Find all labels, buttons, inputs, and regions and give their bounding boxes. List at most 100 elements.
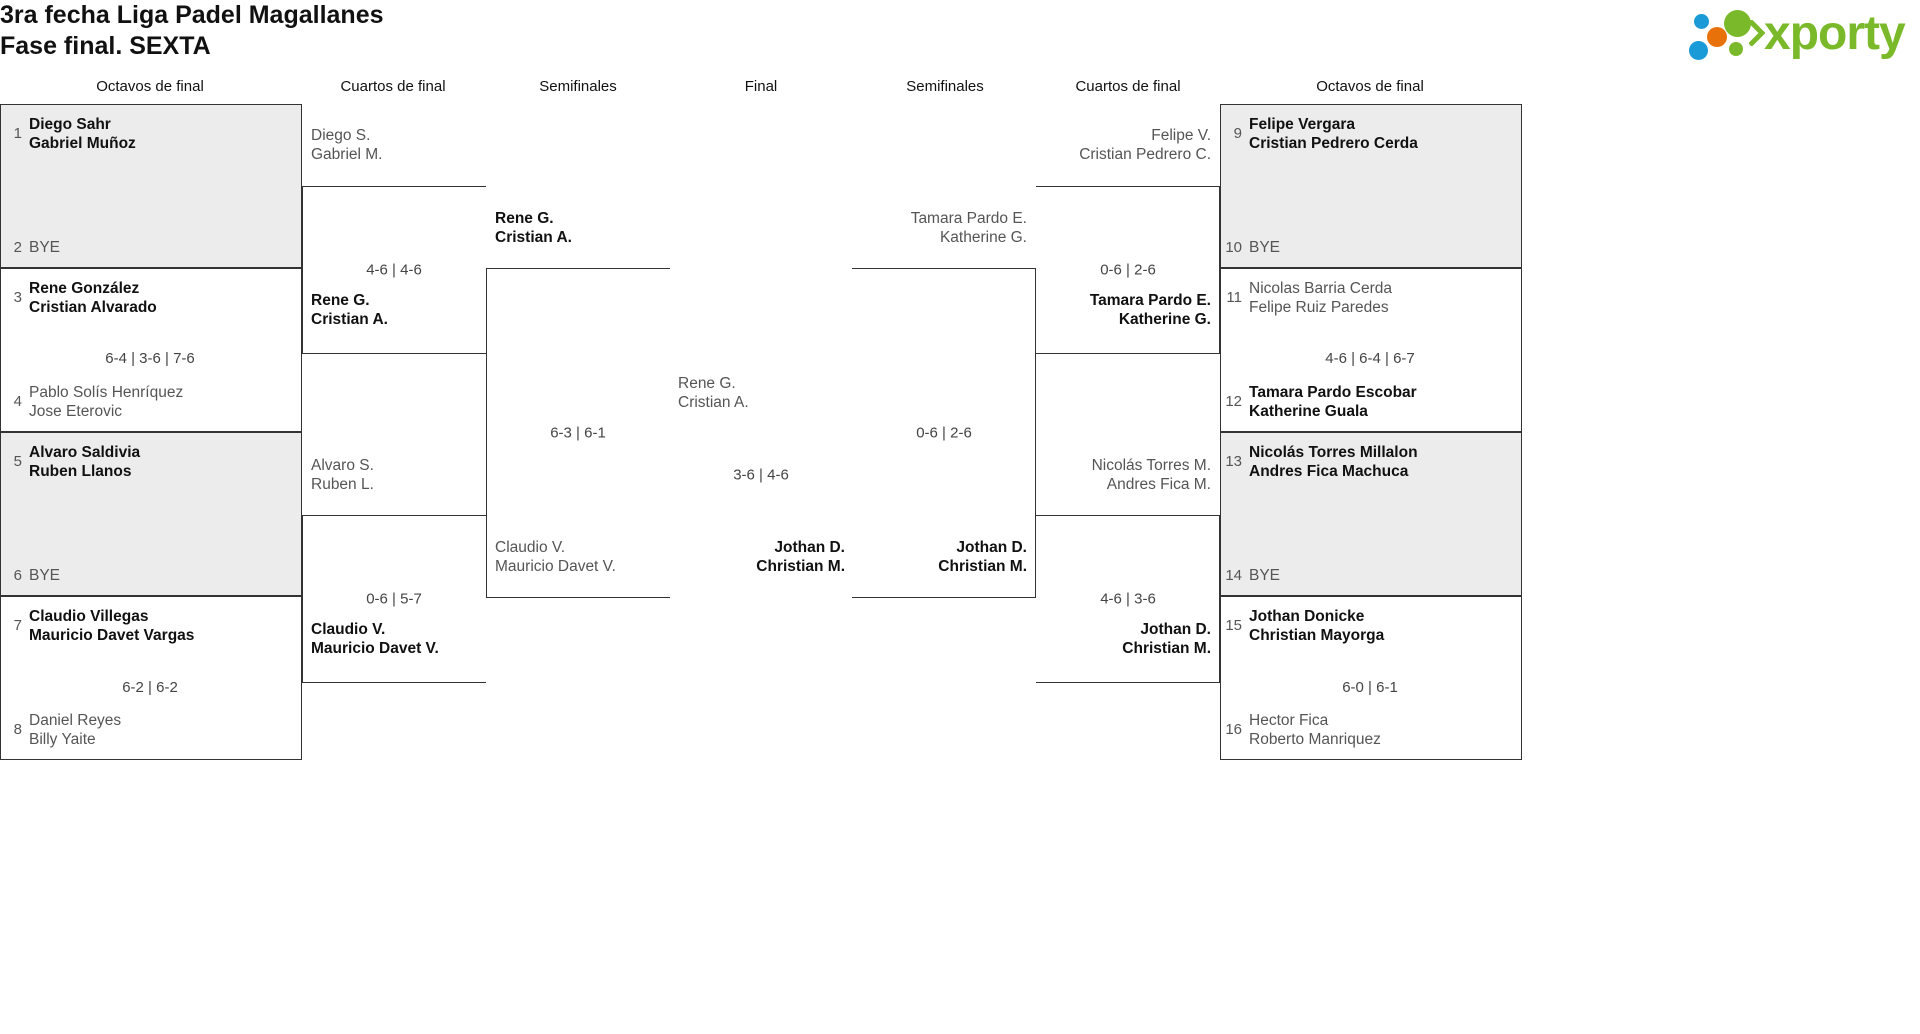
left-qf-2-bottom-player: Claudio V.Mauricio Davet V. [311, 621, 439, 657]
round-header-5: Cuartos de final [1075, 78, 1181, 95]
title-line-2: Fase final. SEXTA [0, 32, 211, 60]
round-header-3: Final [744, 78, 778, 95]
round-header-4: Semifinales [906, 78, 984, 95]
seed-number: 14 [1225, 567, 1242, 584]
right-qf-1-top-player: Felipe V.Cristian Pedrero C. [1079, 127, 1211, 163]
left-qf-2-top-player: Alvaro S.Ruben L. [311, 457, 374, 493]
seed-player-names: BYE [29, 239, 61, 256]
seed-entry-2[interactable]: 2 BYE [3, 238, 295, 257]
final-bottom-player: Jothan D.Christian M. [756, 539, 845, 575]
r16-score-right-1: 6-0 | 6-1 [1342, 679, 1398, 696]
seed-number: 10 [1225, 239, 1242, 256]
seed-number: 7 [13, 617, 22, 634]
seed-number: 4 [13, 393, 22, 410]
logo-wordmark: xporty [1764, 7, 1906, 60]
r16-score-left-1: 6-2 | 6-2 [122, 679, 178, 696]
xporty-logo[interactable]: xporty [1688, 6, 1906, 62]
seed-number: 2 [13, 239, 22, 256]
seed-number: 15 [1225, 617, 1242, 634]
seed-number: 11 [1226, 289, 1242, 306]
left-sf-top-player: Rene G.Cristian A. [495, 210, 572, 246]
seed-number: 5 [13, 453, 22, 470]
seed-entry-10[interactable]: 10 BYE [1223, 238, 1515, 257]
right-sf-top-player: Tamara Pardo E.Katherine G. [910, 210, 1027, 246]
right-qf-2-top-player: Nicolás Torres M.Andres Fica M. [1091, 457, 1211, 493]
right-quarterfinal-1[interactable] [1036, 186, 1220, 354]
seed-number: 12 [1225, 393, 1242, 410]
round-header-6: Octavos de final [1316, 78, 1424, 95]
round-header-0: Octavos de final [96, 78, 204, 95]
right-semifinal[interactable] [852, 268, 1036, 598]
right-qf-1-bottom-player: Tamara Pardo E.Katherine G. [1089, 292, 1211, 328]
chevron-right-icon [1749, 20, 1765, 46]
left-semifinal[interactable] [486, 268, 670, 598]
seed-entry-6[interactable]: 6 BYE [3, 566, 295, 585]
left-sf-bottom-player: Claudio V.Mauricio Davet V. [495, 539, 616, 575]
left-quarterfinal-2-score: 0-6 | 5-7 [366, 590, 422, 608]
left-quarterfinal-1[interactable] [302, 186, 486, 354]
left-quarterfinal-1-score: 4-6 | 4-6 [366, 261, 422, 279]
r16-score-right-0: 4-6 | 6-4 | 6-7 [1325, 350, 1415, 367]
right-quarterfinal-2-score: 4-6 | 3-6 [1100, 590, 1156, 608]
logo-dots-icon [1688, 10, 1768, 60]
seed-player-names: BYE [1249, 239, 1281, 256]
right-sf-bottom-player: Jothan D.Christian M. [938, 539, 1027, 575]
right-semifinal-score: 0-6 | 2-6 [916, 424, 972, 442]
r16-score-left-0: 6-4 | 3-6 | 7-6 [105, 350, 195, 367]
seed-player-names: BYE [29, 567, 61, 584]
seed-entry-14[interactable]: 14 BYE [1223, 566, 1515, 585]
seed-number: 13 [1225, 453, 1242, 470]
left-quarterfinal-2[interactable] [302, 515, 486, 683]
right-quarterfinal-1-score: 0-6 | 2-6 [1100, 261, 1156, 279]
round-header-2: Semifinales [539, 78, 617, 95]
final-score: 3-6 | 4-6 [733, 466, 789, 484]
page-title: 3ra fecha Liga Padel Magallanes Fase fin… [0, 0, 384, 62]
seed-player-names: BYE [1249, 567, 1281, 584]
right-qf-2-bottom-player: Jothan D.Christian M. [1122, 621, 1211, 657]
final-top-player: Rene G.Cristian A. [678, 375, 749, 411]
seed-number: 8 [13, 721, 22, 738]
seed-number: 6 [13, 567, 22, 584]
left-qf-1-bottom-player: Rene G.Cristian A. [311, 292, 388, 328]
seed-number: 16 [1225, 721, 1242, 738]
right-quarterfinal-2[interactable] [1036, 515, 1220, 683]
title-line-1: 3ra fecha Liga Padel Magallanes [0, 1, 384, 29]
seed-number: 1 [13, 125, 22, 142]
seed-number: 9 [1233, 125, 1242, 142]
seed-number: 3 [13, 289, 22, 306]
left-semifinal-score: 6-3 | 6-1 [550, 424, 606, 442]
round-header-1: Cuartos de final [340, 78, 446, 95]
